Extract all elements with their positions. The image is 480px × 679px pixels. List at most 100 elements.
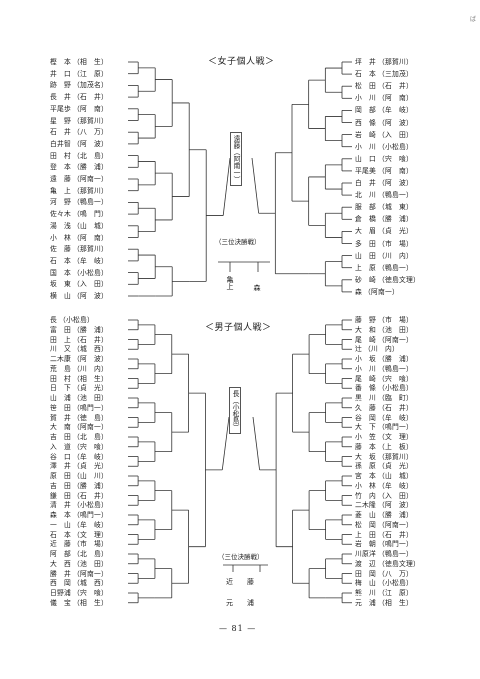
entrant-name: 石 本 (355, 70, 376, 79)
entrant-name: 二木隆 (355, 501, 376, 510)
entrant-school: （石 井） (73, 93, 108, 102)
entrant-row: 吉 田（北 島） (50, 433, 108, 441)
entrant-school: （市 場） (73, 540, 108, 549)
entrant-name: 田 村 (50, 151, 71, 160)
entrant-school: （鳴門一） (73, 403, 108, 412)
entrant-school: （貞 光） (73, 384, 108, 393)
entrant-name: 一 山 (50, 520, 71, 529)
entrant-name: 石 本 (50, 256, 71, 265)
entrant-name: 大 眉 (355, 227, 376, 236)
entrant-row: 星 野（那賀川） (50, 117, 108, 125)
entrant-row: 清 井（小松島） (50, 501, 108, 509)
entrant-name: 西 岡 (50, 579, 71, 588)
entrant-row: 辻（川 内） (355, 345, 399, 353)
entrant-name: 服 部 (355, 203, 376, 212)
entrant-school: （小松島） (378, 384, 413, 393)
entrant-row: 森（阿南一） (355, 288, 399, 296)
entrant-row: 服 部（城 東） (355, 203, 413, 211)
entrant-name: 川 又 (50, 345, 71, 354)
entrant-row: 近 藤（市 場） (50, 540, 108, 548)
entrant-row: 入 道（宍 喰） (50, 443, 108, 451)
entrant-school: （山 城） (73, 221, 108, 230)
entrant-row: 北 川（鴨島一） (355, 191, 413, 199)
entrant-school: （江 原） (73, 69, 108, 78)
entrant-name: 日野浦 (50, 589, 71, 597)
entrant-school: （鴨島一） (73, 198, 108, 207)
entrant-row: 勝 井（阿南一） (50, 570, 108, 578)
entrant-name: 森 (355, 287, 362, 296)
entrant-name: 菱 山 (355, 511, 376, 519)
entrant-school: （城 東） (378, 203, 413, 212)
entrant-school: （勝 浦） (73, 325, 108, 334)
entrant-name: 大 和 (355, 325, 376, 334)
entrant-name: 遠 藤 (50, 175, 71, 183)
entrant-name: 田 上 (50, 335, 71, 344)
entrant-row: 一 山（牟 岐） (50, 521, 108, 529)
entrant-school: （鴨島一） (378, 263, 413, 272)
entrant-school: （宍 喰） (378, 374, 413, 383)
entrant-school: （阿南一） (73, 569, 108, 578)
entrant-row: 大 南（阿南一） (50, 423, 108, 431)
entrant-row: 澤 井（貞 光） (50, 462, 108, 470)
entrant-row: 竹 内（入 田） (355, 492, 413, 500)
entrant-name: 坪 井 (355, 58, 376, 66)
entrant-row: 多 田（市 場） (355, 240, 413, 248)
entrant-row: 藤 野（市 場） (355, 316, 413, 324)
bracket-line (221, 416, 230, 470)
entrant-school: （小松島） (73, 501, 108, 510)
entrant-name: 藤 本 (355, 442, 376, 451)
entrant-row: 大 和（池 田） (355, 326, 413, 334)
entrant-name: 田 岡 (355, 569, 376, 578)
entrant-name: 森 本 (50, 511, 71, 519)
entrant-row: 砂 崎（徳島文理） (355, 276, 420, 284)
corner-mark: ば (470, 16, 477, 23)
entrant-row: 坂 東（入 田） (50, 280, 108, 288)
entrant-row: 小 川（阿 南） (355, 94, 413, 102)
entrant-row: 尾 崎（阿南一） (355, 336, 413, 344)
entrant-school: （徳島文理） (378, 275, 420, 284)
entrant-school: （入 田） (378, 491, 413, 500)
entrant-row: 原 田（山 川） (50, 472, 108, 480)
entrant-name: 跡 野 (50, 81, 71, 90)
entrant-row: 小 笠（文 理） (355, 433, 413, 441)
entrant-row: 渡 辺（徳島文理） (355, 560, 420, 568)
entrant-school: （入 田） (378, 130, 413, 139)
entrant-school: （城 西） (73, 345, 108, 354)
entrant-school: （入 田） (73, 280, 108, 289)
entrant-row: 吉 田（勝 浦） (50, 482, 108, 490)
entrant-school: （川 内） (378, 251, 413, 260)
entrant-name: 亀 上 (50, 186, 71, 195)
entrant-school: （市 場） (378, 239, 413, 248)
entrant-school: （相 生） (378, 598, 413, 607)
entrant-name: 長 (50, 316, 57, 324)
entrant-name: 上 田 (355, 530, 376, 539)
entrant-row: 二木隆（阿 波） (355, 501, 413, 509)
entrant-school: （文 理） (73, 530, 108, 539)
entrant-row: 山 田（川 内） (355, 252, 413, 260)
entrant-name: 梅 山 (355, 579, 376, 588)
entrant-school: （那賀川） (378, 58, 413, 66)
entrant-school: （石 井） (73, 335, 108, 344)
entrant-name: 小 笠 (355, 433, 376, 441)
entrant-name: 久 藤 (355, 403, 376, 412)
entrant-name: 吉 田 (50, 481, 71, 490)
boys-section-title: ＜男子個人戦＞ (205, 323, 272, 333)
entrant-name: 田 村 (50, 374, 71, 383)
entrant-name: 阿 部 (50, 550, 71, 558)
entrant-school: （牟 岐） (73, 256, 108, 265)
entrant-row: 田 村（北 島） (50, 152, 108, 160)
entrant-row: 河 野（鴨島一） (50, 198, 108, 206)
entrant-row: 二木康（阿 波） (50, 355, 108, 363)
entrant-school: （貞 光） (73, 462, 108, 471)
entrant-name: 賀 井 (50, 413, 71, 422)
girls-third-place-title: （三位決勝戦） (215, 238, 261, 246)
entrant-school: （阿 波） (73, 292, 108, 300)
entrant-row: 佐々木（鳴 門） (50, 210, 108, 218)
girls-section-title: ＜女子個人戦＞ (208, 57, 275, 67)
entrant-school: （那賀川） (73, 245, 108, 254)
entrant-school: （牟 岐） (73, 452, 108, 461)
entrant-row: 樫 本（相 生） (50, 58, 108, 66)
entrant-name: 儀 宝 (50, 598, 71, 607)
entrant-row: 田 上（石 井） (50, 336, 108, 344)
